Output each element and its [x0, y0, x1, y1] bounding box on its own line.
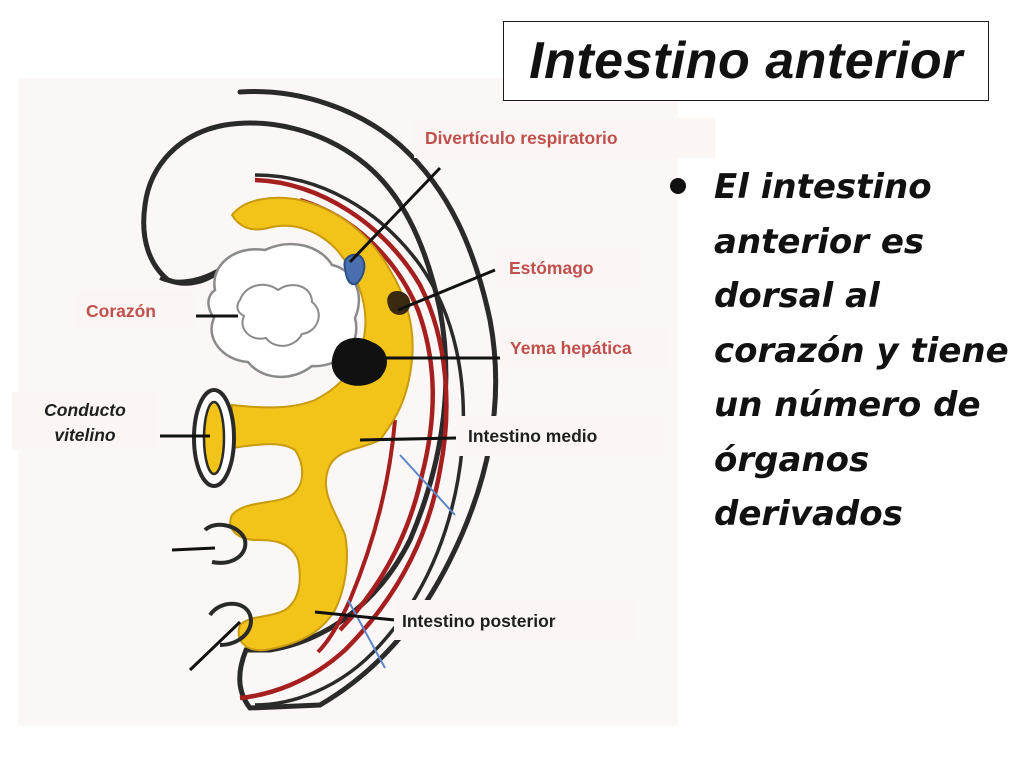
label-corazon: Corazón [86, 301, 156, 321]
pointer-cloaca [188, 620, 242, 672]
dorsal-aorta-outer [239, 177, 449, 701]
mesentery-red-3 [316, 419, 397, 654]
label-conducto-vitelino-line1: Conducto [44, 400, 126, 420]
vessel-blue-2 [347, 599, 386, 669]
pointer-medio [359, 436, 457, 442]
label-estomago: Estómago [509, 258, 594, 278]
label-yema-hepatica: Yema hepática [510, 338, 632, 358]
vitelline-duct-ring-inner [202, 400, 226, 476]
vessel-blue-1 [399, 454, 456, 516]
pointer-posterior [314, 610, 396, 622]
heart-inner-contour [236, 283, 320, 347]
liver-bud [331, 337, 387, 386]
label-box-corazon [74, 291, 194, 329]
respiratory-bud [343, 253, 366, 286]
label-intestino-posterior: Intestino posterior [402, 611, 556, 631]
title-box: Intestino anterior [503, 21, 989, 101]
bullet-text: El intestino anterior es dorsal al coraz… [714, 167, 1009, 534]
pointer-diverticulo [348, 166, 442, 264]
label-box-medio [456, 416, 664, 456]
label-intestino-medio: Intestino medio [468, 426, 597, 446]
label-box-estomago [496, 248, 640, 288]
pointer-estomago [397, 268, 496, 312]
allantois-outline [203, 522, 248, 565]
pointer-allantois [171, 546, 216, 552]
label-diverticulo-respiratorio: Divertículo respiratorio [425, 128, 618, 148]
bullet-marker [670, 178, 686, 194]
slide-title: Intestino anterior [529, 32, 963, 90]
label-box-posterior [394, 600, 634, 640]
cloaca-outline [208, 601, 253, 647]
label-conducto-vitelino-line2: vitelino [54, 425, 116, 445]
label-box-yema [500, 328, 668, 368]
label-box-conducto [12, 392, 158, 450]
label-box-diverticulo [414, 118, 715, 158]
